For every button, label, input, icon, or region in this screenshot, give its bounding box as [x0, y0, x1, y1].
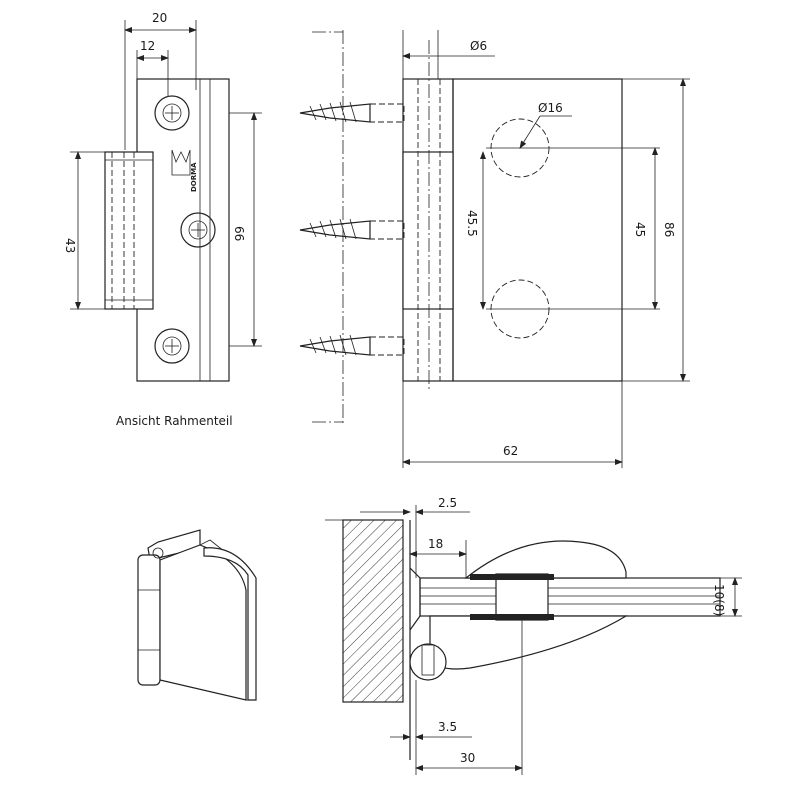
screw-bottom	[299, 334, 405, 356]
frame-view: DORMA 20 12 43 66 Ansicht Rahmenteil	[63, 11, 262, 428]
brand-logo: DORMA	[171, 149, 198, 192]
screw-top	[299, 101, 405, 123]
dim-total-width: 62	[503, 444, 518, 458]
isometric-view	[137, 529, 257, 701]
frame-hole-top	[154, 95, 190, 131]
dim-frame-hole-offset: 12	[140, 39, 155, 53]
dim-knuckle-height: 45.5	[465, 210, 479, 237]
iso-knuckle	[137, 554, 161, 686]
clamp-lower	[429, 615, 629, 670]
brand-text: DORMA	[190, 162, 198, 192]
dim-pin-offset: 3.5	[438, 720, 457, 734]
dim-pin-diameter: Ø6	[470, 39, 487, 53]
frame-hole-middle	[180, 212, 216, 248]
dim-total-height: 86	[662, 222, 676, 237]
side-knuckle	[402, 151, 454, 310]
dim-depth: 30	[460, 751, 475, 765]
dim-frame-hole-spacing: 66	[232, 226, 246, 241]
frame-knuckle	[104, 151, 154, 310]
dim-frame-knuckle-height: 43	[63, 238, 77, 253]
section-pin	[409, 643, 447, 681]
dim-hole-spacing: 45	[633, 222, 647, 237]
dim-hole-diameter: Ø16	[538, 101, 563, 115]
dim-gap: 2.5	[438, 496, 457, 510]
glass-pane	[419, 577, 721, 617]
section-view: 2.5 18 10(8) 3.5 30	[325, 496, 742, 775]
side-view: Ø6 Ø16 45.5 45 86 62	[299, 30, 690, 468]
screw-middle	[299, 218, 405, 240]
clamp-bolt	[495, 573, 549, 621]
dim-glass-thickness: 10(8)	[712, 584, 726, 616]
wall-section	[342, 519, 404, 703]
dim-plate-offset: 18	[428, 537, 443, 551]
iso-plate	[159, 544, 247, 701]
view-caption: Ansicht Rahmenteil	[116, 414, 233, 428]
clamp-upper	[464, 540, 627, 579]
dim-frame-width: 20	[152, 11, 167, 25]
frame-hole-bottom	[154, 328, 190, 364]
